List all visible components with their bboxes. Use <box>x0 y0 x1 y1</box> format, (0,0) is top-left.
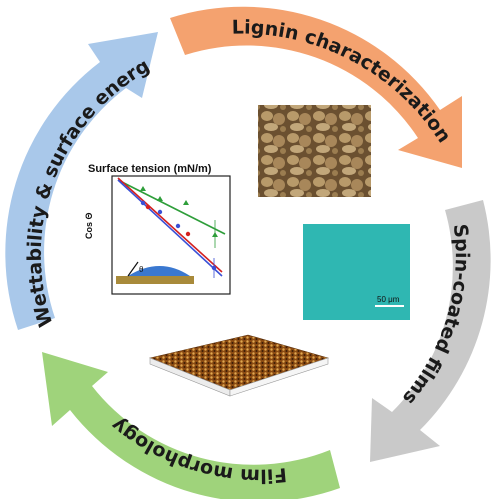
arrow-wettability <box>5 32 159 330</box>
green-point <box>140 186 146 191</box>
label-film-morphology: Film morphology <box>107 413 288 487</box>
red-point <box>185 231 191 237</box>
arrow-spin-coated-films <box>370 200 491 462</box>
blue-point <box>175 223 181 229</box>
green-fit-line <box>117 179 226 235</box>
red-fit-line <box>117 177 223 273</box>
afm-surface <box>149 334 330 397</box>
spin-coated-micrograph <box>303 224 410 320</box>
arrow-film-morphology <box>42 352 340 499</box>
blue-fit-line <box>117 179 223 277</box>
blue-point <box>140 200 146 206</box>
scale-bar-label: 50 μm <box>377 295 400 304</box>
red-point <box>145 204 151 210</box>
plot-ylabel: Cos Θ <box>84 212 94 239</box>
wettability-plot: Surface tension (mN/m) Cos Θ θ <box>84 163 231 295</box>
droplet <box>128 266 190 276</box>
green-point <box>157 196 163 201</box>
blue-point <box>157 209 163 215</box>
arrow-lignin-characterization <box>170 6 462 169</box>
substrate <box>116 276 194 284</box>
contact-angle-label: θ <box>139 265 144 274</box>
plot-title: Surface tension (mN/m) <box>88 163 212 175</box>
green-point <box>183 200 189 205</box>
lignin-micrograph <box>258 105 371 197</box>
